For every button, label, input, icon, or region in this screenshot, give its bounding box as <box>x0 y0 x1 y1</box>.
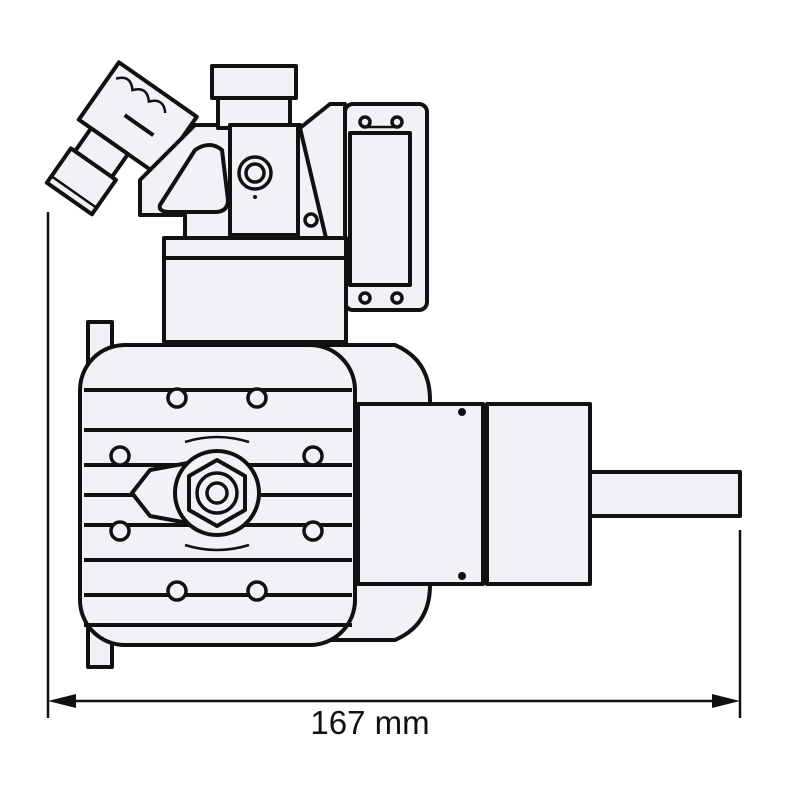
carburetor <box>44 60 199 217</box>
arrow-right-icon <box>712 694 740 708</box>
cylinder-head-top <box>210 64 347 240</box>
dimension-label: 167 mm <box>310 704 430 741</box>
output-shaft <box>588 470 742 518</box>
ignition-module <box>343 102 429 312</box>
dimension-lines <box>46 212 742 718</box>
finned-head <box>78 343 357 647</box>
cylinder-body <box>162 236 348 344</box>
drive-housing <box>356 402 592 586</box>
arrow-left-icon <box>48 694 76 708</box>
